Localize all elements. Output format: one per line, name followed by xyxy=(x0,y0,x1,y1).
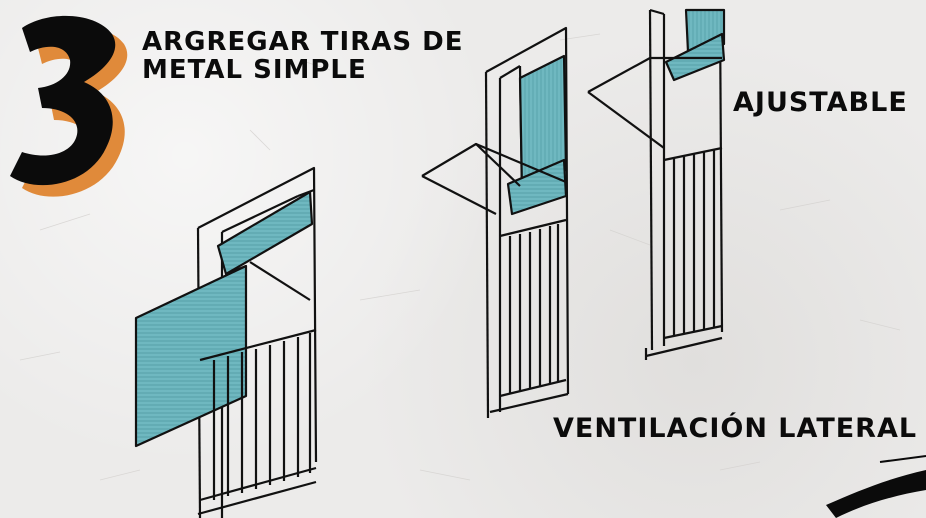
middle-balcony-railing xyxy=(489,218,569,414)
label-adjustable: AJUSTABLE xyxy=(733,87,908,118)
left-balcony-railing xyxy=(197,328,317,516)
step-number-glyph xyxy=(10,15,116,186)
left-awning-roller xyxy=(216,190,314,276)
step-heading-line1: ARGREGAR TIRAS DE xyxy=(142,27,464,57)
right-window-frame xyxy=(648,8,724,351)
step-heading: ARGREGAR TIRAS DE METAL SIMPLE xyxy=(142,28,463,84)
step-heading-line2: METAL SIMPLE xyxy=(142,55,367,86)
left-awning-sheet xyxy=(134,264,248,448)
middle-awning-roller xyxy=(518,54,568,192)
middle-window-unit xyxy=(421,26,570,419)
left-window-unit xyxy=(134,166,318,518)
middle-side-arms xyxy=(421,142,567,215)
right-window-unit xyxy=(587,8,726,360)
brush-stroke xyxy=(826,455,926,518)
middle-roller-bar xyxy=(506,158,568,216)
left-awning-connector xyxy=(225,264,247,276)
right-balcony-railing xyxy=(644,146,723,360)
label-side-ventilation: VENTILACIÓN LATERAL xyxy=(553,413,918,444)
step-number-badge xyxy=(10,15,128,197)
right-side-arms xyxy=(587,56,722,149)
